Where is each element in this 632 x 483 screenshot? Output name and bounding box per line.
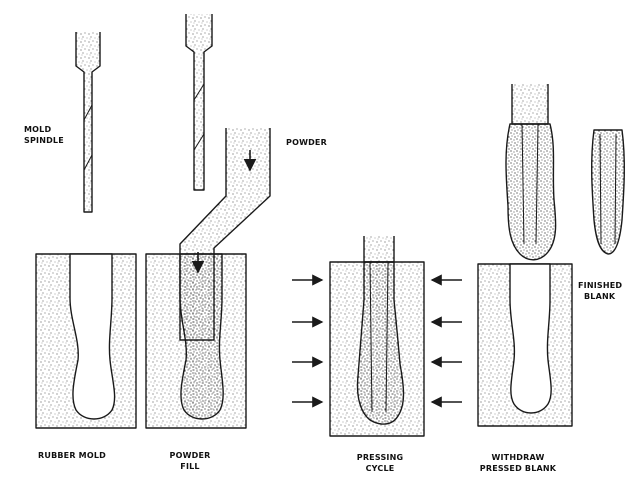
label-mold-spindle-line2: SPINDLE (24, 135, 64, 146)
withdrawn-pressed-blank (506, 84, 556, 260)
label-mold-spindle-line1: MOLD (24, 124, 64, 135)
label-powder: POWDER (286, 137, 327, 148)
pressure-arrows-left (292, 280, 322, 402)
pressing-cycle-mold (330, 236, 424, 436)
powder-fill-mold (146, 254, 246, 428)
label-finished-blank: FINISHED BLANK (578, 280, 622, 302)
label-powder-text: POWDER (286, 138, 327, 147)
label-finished-blank-line2: BLANK (578, 291, 622, 302)
label-pressing-cycle-line1: PRESSING (357, 452, 404, 463)
label-pressing-cycle: PRESSING CYCLE (357, 452, 404, 474)
label-powder-fill-line2: FILL (170, 461, 211, 472)
rubber-mold (36, 254, 136, 428)
label-pressing-cycle-line2: CYCLE (357, 463, 404, 474)
label-rubber-mold-text: RUBBER MOLD (38, 451, 106, 460)
mold-spindle-1 (76, 32, 100, 212)
finished-blank (592, 130, 625, 254)
mold-spindle-2 (186, 14, 212, 190)
label-powder-fill-line1: POWDER (170, 450, 211, 461)
label-withdraw-line2: PRESSED BLANK (480, 463, 556, 474)
label-finished-blank-line1: FINISHED (578, 280, 622, 291)
label-withdraw-pressed-blank: WITHDRAW PRESSED BLANK (480, 452, 556, 474)
label-withdraw-line1: WITHDRAW (480, 452, 556, 463)
label-powder-fill: POWDER FILL (170, 450, 211, 472)
empty-rubber-mold (478, 264, 572, 426)
pressure-arrows-right (432, 280, 462, 402)
label-mold-spindle: MOLD SPINDLE (24, 124, 64, 146)
label-rubber-mold: RUBBER MOLD (38, 450, 106, 461)
